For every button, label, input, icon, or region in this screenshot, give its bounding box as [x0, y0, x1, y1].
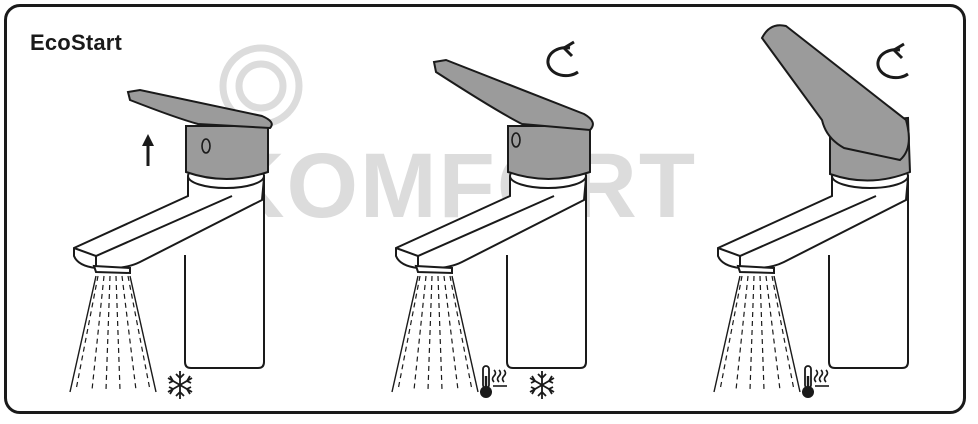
faucet-step-3: [714, 25, 910, 398]
lever-handle-3: [762, 25, 909, 160]
arrow-up-icon: [142, 134, 154, 166]
faucet-body-1: [70, 164, 264, 392]
snowflake-icon-2: [530, 371, 554, 399]
thermometer-hot-icon-2: [480, 366, 507, 398]
faucet-step-2: [392, 42, 593, 399]
lever-housing-2: [508, 126, 590, 179]
thermometer-hot-icon-3: [802, 366, 829, 398]
faucet-step-1: [70, 90, 272, 399]
rotate-arrow-icon-3: [878, 44, 908, 78]
lever-housing-1: [186, 126, 268, 179]
faucet-body-2: [392, 164, 586, 392]
faucet-body-3: [714, 164, 908, 392]
lever-handle-2: [434, 60, 593, 130]
snowflake-icon-1: [168, 371, 192, 399]
lever-handle-1: [128, 90, 272, 128]
rotate-arrow-icon-2: [548, 42, 578, 76]
